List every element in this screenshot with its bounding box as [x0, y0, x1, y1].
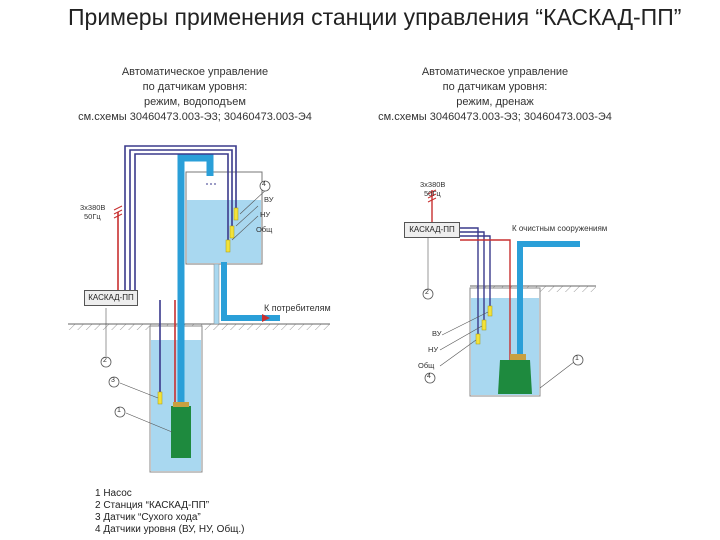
callout-number: 2	[425, 289, 429, 296]
pump-head	[510, 354, 526, 360]
cable	[460, 235, 491, 312]
sensor-label: НУ	[428, 345, 439, 354]
legend-item: 1 Насос	[95, 488, 132, 499]
left-caption-line: см.схемы 30460473.003-Э3; 30460473.003-Э…	[78, 111, 312, 123]
callout-leader	[125, 412, 173, 433]
power-mark	[113, 205, 123, 219]
power-mark	[427, 189, 437, 203]
callout-leader	[119, 382, 159, 399]
pipe	[177, 154, 214, 404]
page-title: Примеры применения станции управления “К…	[68, 4, 682, 30]
callout-number: 4	[262, 181, 266, 188]
callout-number: 3	[111, 377, 115, 384]
legend-item: 2 Станция “КАСКАД-ПП”	[95, 500, 210, 511]
callout-circle	[259, 180, 271, 192]
sensor	[475, 333, 481, 345]
sensor	[233, 207, 239, 221]
sensor	[481, 319, 487, 331]
power-label: 50Гц	[84, 212, 101, 221]
right-caption-line: см.схемы 30460473.003-Э3; 30460473.003-Э…	[378, 111, 612, 123]
cable	[460, 239, 511, 360]
callout-leader	[539, 361, 575, 389]
callout-number: 1	[117, 407, 121, 414]
cable	[124, 145, 237, 290]
cable	[460, 231, 485, 326]
pipe	[221, 262, 280, 321]
right-caption-line: Автоматическое управление	[421, 66, 569, 78]
flow-arrow-icon	[262, 314, 270, 322]
legend-item: 4 Датчики уровня (ВУ, НУ, Общ.)	[95, 524, 245, 535]
callout-leader	[439, 325, 483, 351]
left-diagram	[68, 145, 330, 473]
sensor-label: НУ	[260, 210, 271, 219]
right-caption-line: по датчикам уровня:	[442, 81, 548, 93]
right-diagram	[422, 189, 596, 397]
callout-leader	[239, 187, 269, 215]
left-caption: Автоматическое управление по датчикам ур…	[60, 65, 330, 125]
callout-circle	[114, 406, 126, 418]
legend-item: 3 Датчик “Сухого хода”	[95, 512, 201, 523]
power-label: 3х380В	[420, 180, 446, 189]
dry-run-sensor	[157, 391, 163, 405]
tank-water	[187, 200, 261, 263]
cable	[460, 227, 479, 340]
right-caption-line: режим, дренаж	[456, 96, 534, 108]
callout-leader	[441, 311, 489, 336]
right-caption: Автоматическое управление по датчикам ур…	[360, 65, 630, 125]
power-label: 3х380В	[80, 203, 106, 212]
sensor-label: ВУ	[264, 195, 274, 204]
callout-circle	[422, 288, 434, 300]
tank-leg	[213, 263, 220, 325]
callout-circle	[100, 356, 112, 368]
callout-circle	[572, 354, 584, 366]
station-box: КАСКАД-ПП	[84, 290, 138, 306]
pump-head	[173, 402, 189, 407]
station-box: КАСКАД-ПП	[404, 222, 460, 238]
sensor-label: ВУ	[432, 329, 442, 338]
left-caption-line: режим, водоподъем	[144, 96, 246, 108]
callout-leader	[235, 205, 259, 227]
pump	[171, 406, 191, 458]
left-caption-line: Автоматическое управление	[121, 66, 269, 78]
power-label: 50Гц	[424, 189, 441, 198]
sensor	[229, 225, 235, 239]
callout-circle	[108, 376, 120, 388]
sensor-label: Общ	[256, 225, 273, 234]
sewer-label: К очистным сооружениям	[512, 224, 608, 233]
callout-leader	[439, 339, 477, 367]
cable	[129, 149, 233, 290]
pipe	[517, 241, 580, 356]
pump	[498, 360, 532, 394]
callout-number: 4	[427, 373, 431, 380]
callout-circle	[424, 372, 436, 384]
legend: 1 Насос 2 Станция “КАСКАД-ПП” 3 Датчик “…	[95, 488, 245, 536]
cable	[134, 153, 229, 290]
callout-number: 2	[103, 357, 107, 364]
callout-number: 1	[575, 355, 579, 362]
sensor	[225, 239, 231, 253]
sensor	[487, 305, 493, 317]
consumer-label: К потребителям	[264, 303, 331, 313]
sensor-label: Общ	[418, 361, 435, 370]
callout-leader	[231, 215, 259, 241]
left-caption-line: по датчикам уровня:	[142, 81, 248, 93]
